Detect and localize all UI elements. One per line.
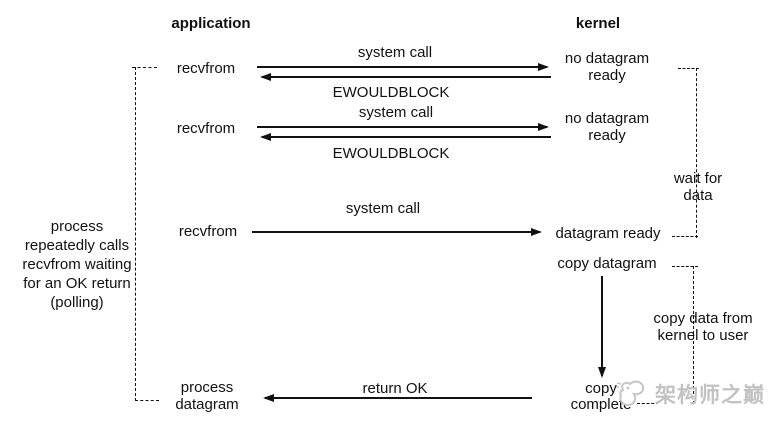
system-call-label-1: system call <box>357 44 433 61</box>
recvfrom-label-2: recvfrom <box>176 120 236 137</box>
recvfrom-label-3: recvfrom <box>178 223 238 240</box>
system-call-label-2: system call <box>358 104 434 121</box>
watermark: 架构师之巅 <box>614 378 765 410</box>
syscall-arrow-1 <box>257 66 547 68</box>
kernel-column-header: kernel <box>575 15 621 32</box>
copy-progress-arrow <box>601 276 603 376</box>
syscall-arrow-2 <box>257 126 547 128</box>
datagram-ready-label: datagram ready <box>555 225 661 242</box>
kernel-state-2: no datagram ready <box>564 110 650 144</box>
watermark-text: 架构师之巅 <box>655 384 765 407</box>
application-column-header: application <box>171 15 251 32</box>
wait-bracket-top-dash <box>678 68 699 69</box>
ewouldblock-label-1: EWOULDBLOCK <box>332 84 450 101</box>
polling-bracket-vertical-dash <box>135 67 136 401</box>
return-ok-label: return OK <box>362 380 428 397</box>
process-datagram-label: process datagram <box>175 379 239 413</box>
copy-bracket-bottom-dash <box>637 403 659 404</box>
ewouldblock-arrow-1 <box>262 76 551 78</box>
polling-bracket-bottom-dash <box>135 400 159 401</box>
ewouldblock-label-2: EWOULDBLOCK <box>332 145 450 162</box>
polling-note: process repeatedly calls recvfrom waitin… <box>22 218 132 311</box>
copy-bracket-vertical-dash <box>693 266 694 404</box>
wait-bracket-bottom-dash <box>672 236 698 237</box>
system-call-label-3: system call <box>345 200 421 217</box>
copy-bracket-top-dash <box>672 266 698 267</box>
polling-bracket-top-dash <box>132 67 157 68</box>
copy-datagram-label: copy datagram <box>557 255 657 272</box>
wait-bracket-vertical-dash <box>696 68 697 238</box>
ewouldblock-arrow-2 <box>262 136 551 138</box>
copy-complete-label: copy complete <box>570 380 632 413</box>
watermark-logo-icon <box>616 380 645 407</box>
syscall-arrow-3 <box>252 231 540 233</box>
kernel-state-1: no datagram ready <box>564 50 650 84</box>
recvfrom-label-1: recvfrom <box>176 60 236 77</box>
wait-for-data-note: wait for data <box>673 170 723 204</box>
copy-data-note: copy data from kernel to user <box>653 310 753 344</box>
return-ok-arrow <box>265 397 532 399</box>
